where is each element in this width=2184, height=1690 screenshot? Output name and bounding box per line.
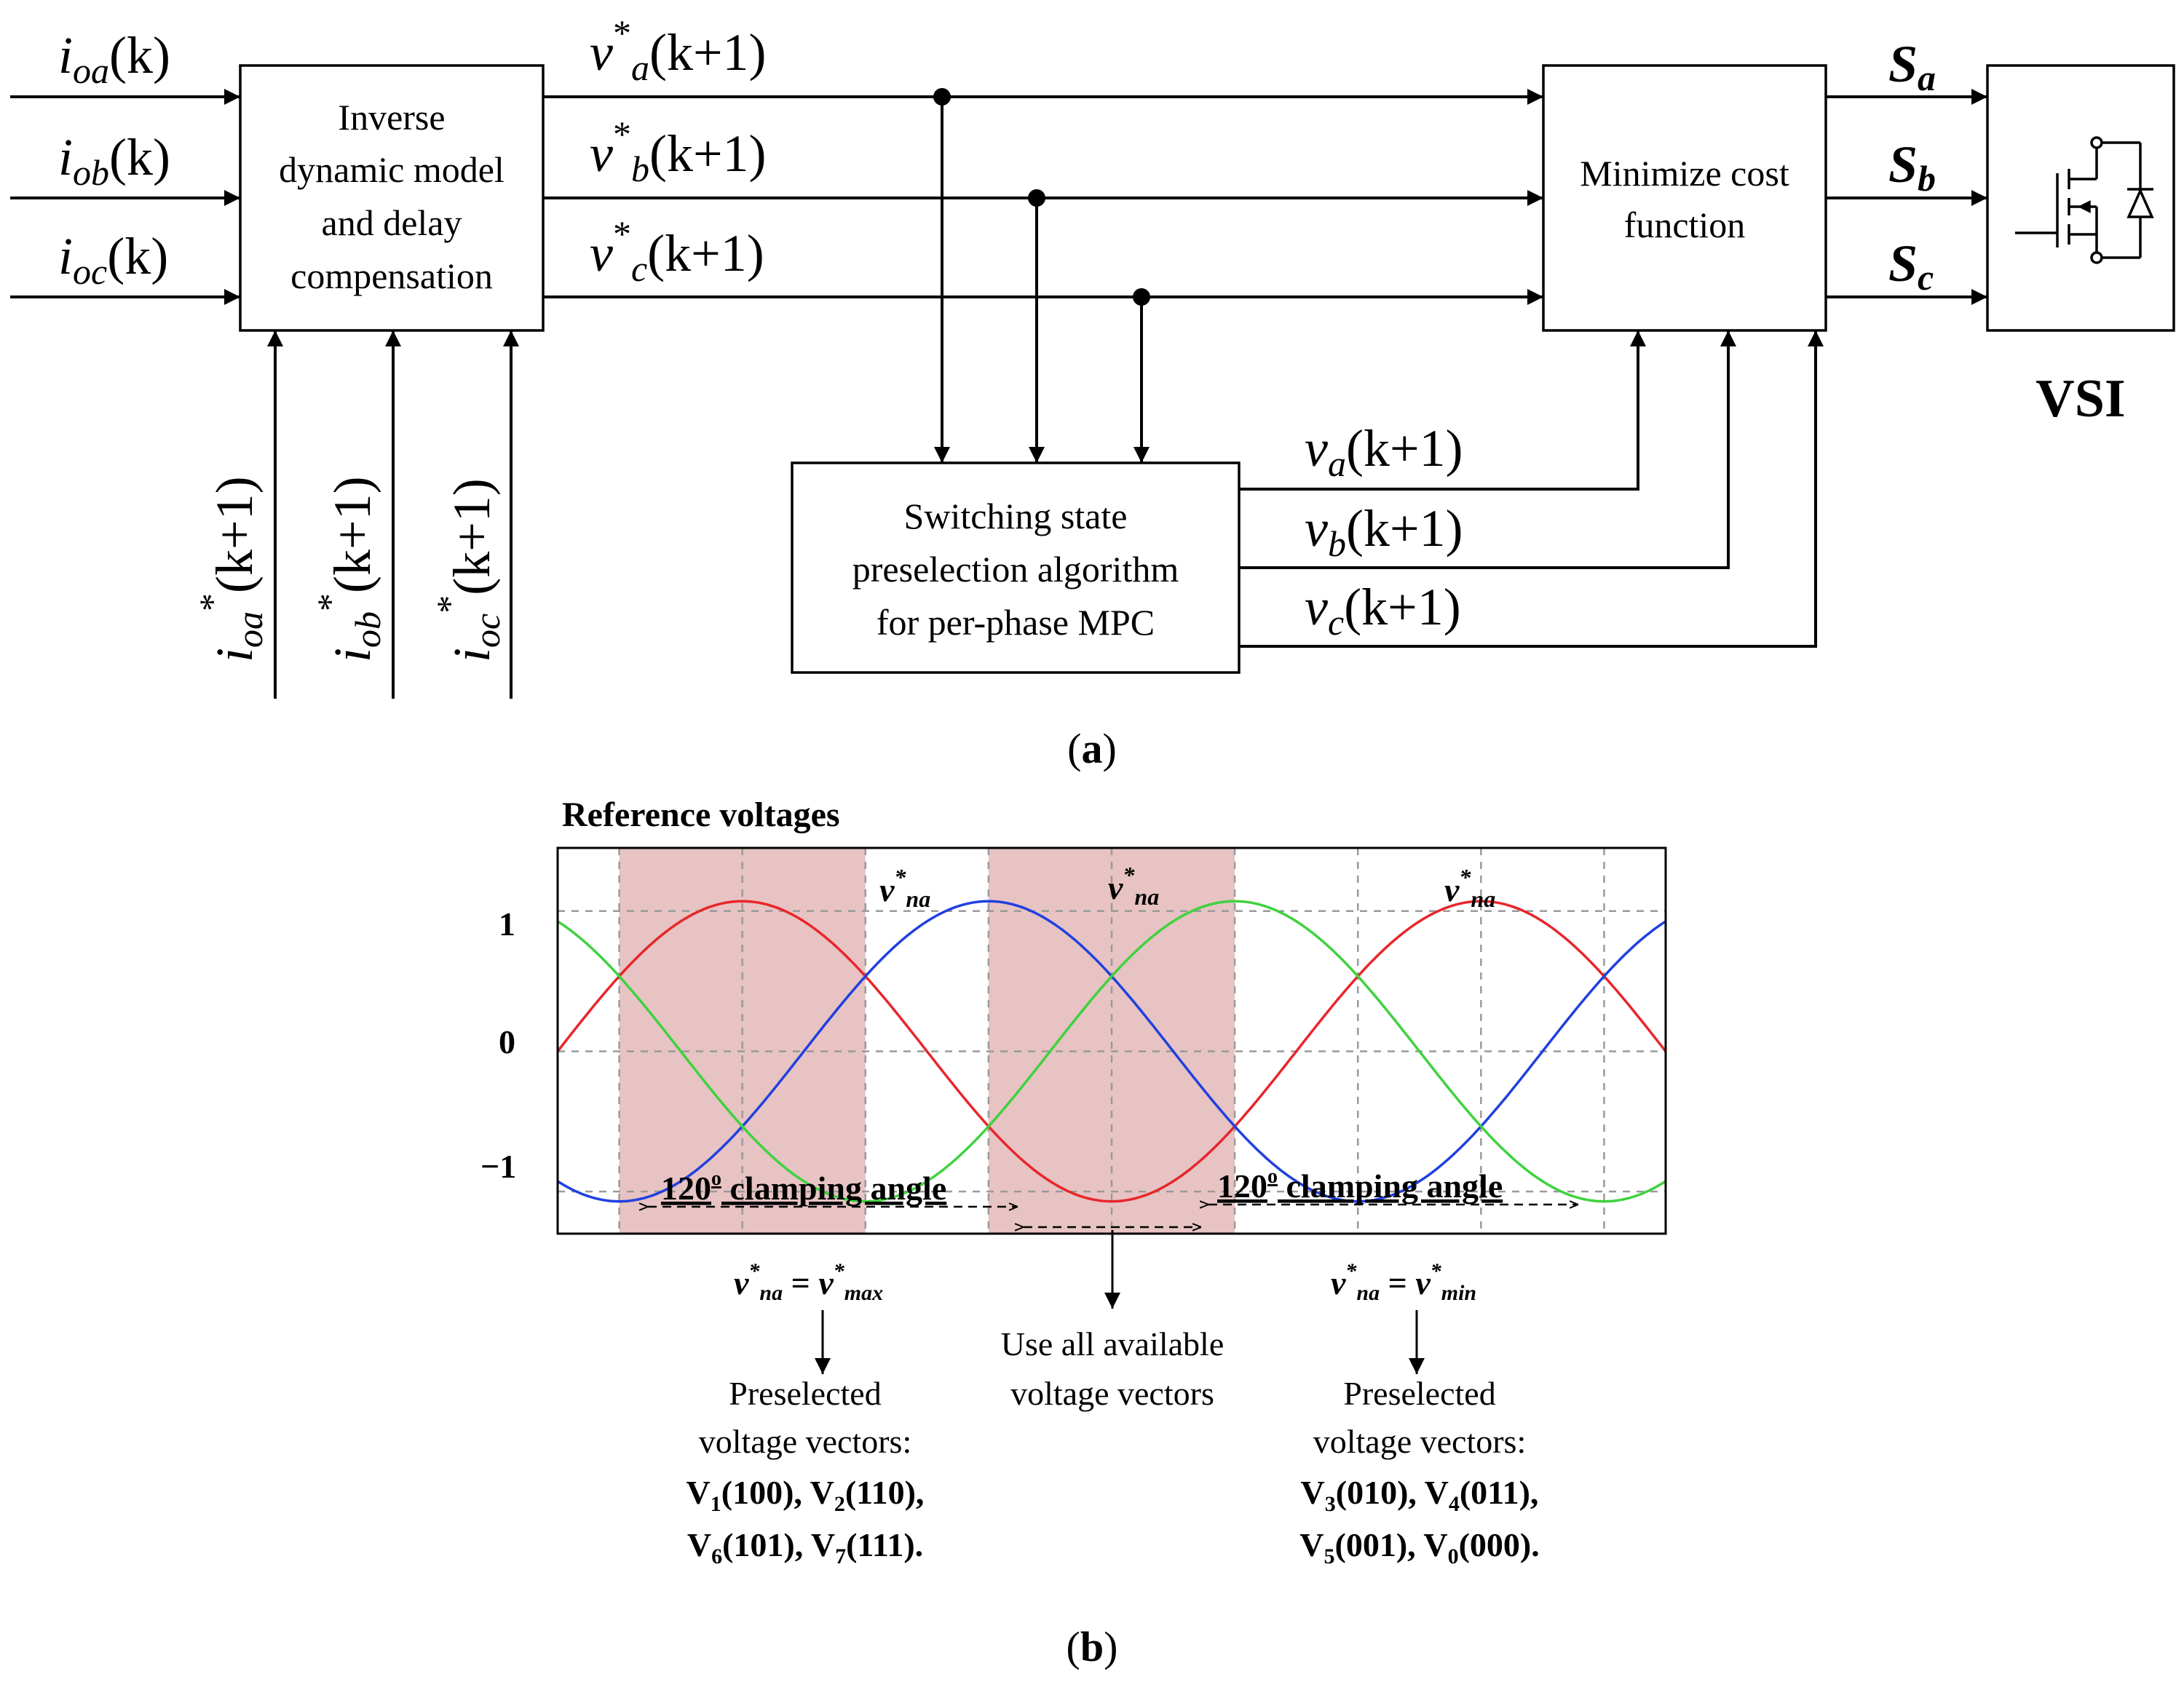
right-vectors-line2: V5(001), V0(000).	[1299, 1526, 1539, 1568]
y-tick-minus1: −1	[480, 1148, 516, 1185]
caption-a: (a)	[1067, 725, 1117, 772]
vstar-wires	[543, 88, 1543, 463]
mosfet-icon	[2015, 136, 2154, 264]
clamp-label-right: 120o clamping angle	[1217, 1165, 1503, 1205]
vpred-label-a: va(k+1)	[1305, 419, 1463, 484]
vpred-label-c: vc(k+1)	[1305, 578, 1461, 643]
ref-label-ia: ioa*(k+1)	[191, 476, 270, 662]
block-inverse-line1: Inverse	[338, 97, 445, 138]
clamp-label-left: 120o clamping angle	[661, 1167, 946, 1207]
voltage-curves	[556, 900, 1667, 1203]
equation-right: v*na = v*min	[1331, 1259, 1476, 1305]
curve-label-red: v*na	[879, 864, 930, 912]
right-text-line2: voltage vectors:	[1313, 1423, 1527, 1460]
block-cost-line2: function	[1624, 205, 1746, 245]
input-wires	[10, 89, 240, 305]
diagram-b: Reference voltages 1 0 −1 v*na v*na v*na…	[480, 796, 1667, 1670]
switch-label-sc: Sc	[1888, 234, 1934, 298]
input-label-ib: iob(k)	[58, 128, 170, 193]
block-preselect-line2: preselection algorithm	[852, 549, 1179, 590]
middle-text-line2: voltage vectors	[1010, 1375, 1214, 1412]
block-cost-function: Minimize cost function	[1542, 64, 1827, 332]
vstar-label-c: v*c(k+1)	[590, 213, 764, 289]
block-inverse-line4: compensation	[290, 255, 493, 296]
middle-text-line1: Use all available	[1001, 1325, 1224, 1362]
plot-area	[556, 846, 1667, 1235]
block-inverse-line3: and delay	[322, 202, 462, 243]
wire-vpred-b	[1239, 330, 1736, 569]
switch-label-sa: Sa	[1888, 35, 1936, 98]
chart-title: Reference voltages	[562, 796, 840, 834]
input-label-ia: ioa(k)	[58, 26, 170, 91]
switch-label-sb: Sb	[1888, 135, 1936, 199]
right-text-line1: Preselected	[1343, 1375, 1495, 1412]
grid-lines	[558, 848, 1666, 1234]
block-preselect-line3: for per-phase MPC	[877, 602, 1155, 643]
vpred-label-b: vb(k+1)	[1305, 499, 1463, 564]
block-cost-line1: Minimize cost	[1580, 153, 1789, 194]
wire-vpred-c	[1239, 330, 1824, 648]
clamping-shades	[619, 848, 1235, 1234]
block-preselect-line1: Switching state	[904, 496, 1128, 536]
vstar-label-b: v*b(k+1)	[590, 114, 767, 189]
left-text-line2: voltage vectors:	[699, 1423, 912, 1460]
equation-left: v*na = v*max	[734, 1259, 883, 1305]
vpred-wires	[1239, 330, 1824, 648]
y-tick-0: 0	[499, 1023, 515, 1060]
ref-label-ic: ioc*(k+1)	[429, 478, 507, 662]
vstar-label-a: v*a(k+1)	[590, 12, 767, 88]
diagram-a: ioa(k) iob(k) ioc(k) Inverse dynamic mod…	[10, 12, 2175, 772]
left-vectors-line2: V6(101), V7(111).	[687, 1526, 923, 1568]
curve-label-green: v*na	[1444, 864, 1495, 912]
switch-wires	[1826, 89, 1987, 305]
wire-vpred-a	[1239, 330, 1646, 491]
block-preselection: Switching state preselection algorithm f…	[791, 461, 1241, 674]
block-vsi	[1986, 64, 2175, 332]
vsi-label: VSI	[2035, 369, 2125, 429]
right-vectors-line1: V3(010), V4(011),	[1301, 1474, 1539, 1516]
y-tick-1: 1	[499, 905, 515, 943]
curve-label-blue: v*na	[1108, 862, 1159, 910]
left-text-line1: Preselected	[729, 1375, 881, 1412]
caption-b: (b)	[1067, 1623, 1118, 1670]
voltage-curve-1	[556, 900, 1667, 1203]
voltage-curve-3	[557, 900, 1666, 1203]
block-inverse-line2: dynamic model	[279, 149, 505, 190]
block-inverse-model: Inverse dynamic model and delay compensa…	[239, 64, 545, 332]
reference-wires	[267, 330, 519, 699]
ref-label-ib: iob*(k+1)	[309, 476, 388, 662]
input-label-ic: ioc(k)	[58, 227, 168, 292]
left-vectors-line1: V1(100), V2(110),	[687, 1474, 925, 1516]
